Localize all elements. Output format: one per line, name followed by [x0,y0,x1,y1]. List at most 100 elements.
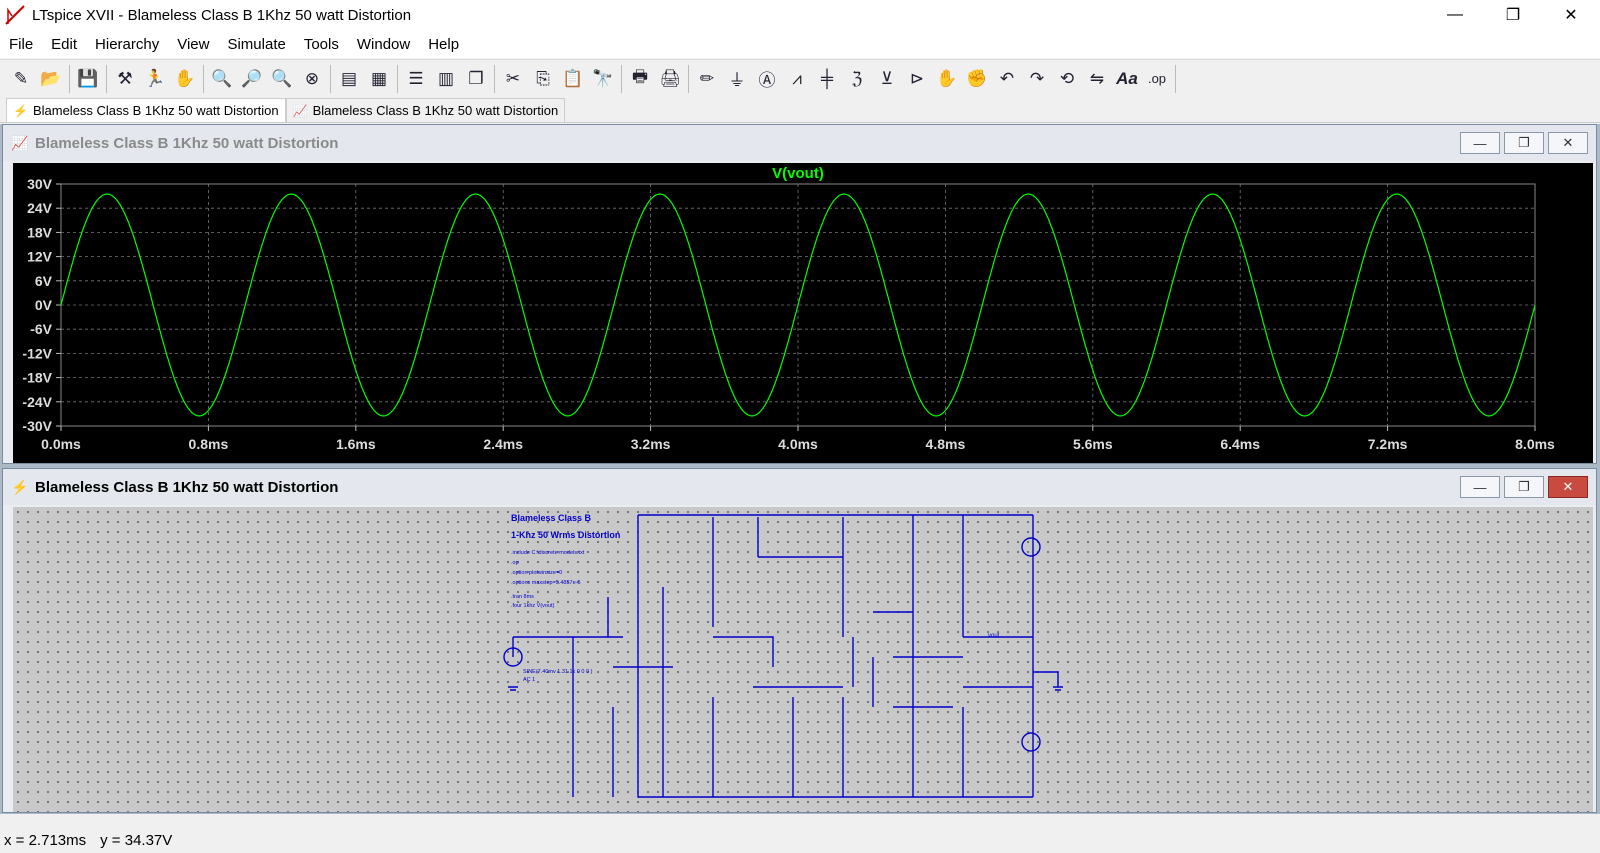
save-icon[interactable]: 💾 [77,68,99,88]
tab-bar: ⚡ Blameless Class B 1Khz 50 watt Distort… [0,97,1600,123]
close-plot-button[interactable]: ✕ [1548,132,1588,154]
resistor-icon[interactable]: ⩘ [792,68,802,88]
component-icon[interactable]: ⊳ [909,68,925,88]
open-icon[interactable]: 📂 [40,68,62,88]
restore-window-button[interactable]: ❐ [1505,7,1521,24]
print-icon[interactable]: 🖨 [659,68,681,88]
inductor-icon[interactable]: ℨ [851,68,863,88]
directive-3: .option plotwinsize=0 [511,570,562,576]
y-tick-label: 18V [27,224,53,240]
waveform-icon: 📈 [11,134,29,151]
y-tick-label: 0V [35,297,53,313]
maximize-plot-button[interactable]: ❐ [1504,132,1544,154]
directive-5: .tran 8ms [511,594,534,600]
maximize-schematic-button[interactable]: ❐ [1504,476,1544,498]
capacitor-icon[interactable]: ╪ [820,68,834,88]
x-tick-label: 8.0ms [1515,436,1555,452]
status-bar: x = 2.713ms y = 34.37V [0,827,1600,853]
label-net-icon[interactable]: Ⓐ [758,71,776,90]
trace-title: V(vout) [772,165,824,182]
close-window-button[interactable]: ✕ [1564,7,1578,24]
mirror-icon[interactable]: ⇋ [1089,68,1105,88]
new-schematic-icon[interactable]: ✎ [13,68,29,88]
tile-vertical-icon[interactable]: ▥ [437,68,455,88]
zoom-in-icon[interactable]: 🔍 [211,68,233,88]
x-tick-label: 4.0ms [778,436,818,452]
schematic-title-1: Blameless Class B [511,513,592,523]
minimize-schematic-button[interactable]: — [1460,476,1500,498]
rotate-icon[interactable]: ⟲ [1059,68,1075,88]
paste-icon[interactable]: 📋 [562,68,584,88]
text-icon[interactable]: Aa [1116,68,1138,88]
schematic-svg[interactable]: Blameless Class B 1-Khz 50 Wrms Distorti… [13,507,1593,812]
schematic-sources [503,537,1063,752]
run-icon[interactable]: 🏃 [144,68,166,88]
move-icon[interactable]: ✋ [936,68,958,88]
zoom-cancel-icon[interactable]: ⊗ [304,68,320,88]
zoom-area-icon[interactable]: 🔎 [241,68,263,88]
tab-schematic[interactable]: ⚡ Blameless Class B 1Khz 50 watt Distort… [6,98,286,122]
x-tick-label: 0.8ms [189,436,229,452]
x-tick-label: 6.4ms [1220,436,1260,452]
directive-4: .options maxstep=5.4857e-5 [511,580,581,586]
toolbar: ✎ 📂 💾 ⚒ 🏃 ✋ 🔍 🔎 🔍 ⊗ ▤ ▦ ☰ ▥ ❐ ✂ ⎘ 📋 🔭 🖶 … [0,59,1600,97]
vout-net-label: vout [988,633,1000,639]
y-tick-label: 30V [27,176,53,192]
menu-hierarchy[interactable]: Hierarchy [95,35,160,53]
mdi-area: 📈 Blameless Class B 1Khz 50 watt Distort… [0,124,1600,814]
x-tick-label: 4.8ms [926,436,966,452]
menu-help[interactable]: Help [428,35,460,53]
y-tick-label: -24V [22,394,52,410]
halt-icon[interactable]: ✋ [174,68,196,88]
ground-icon[interactable]: ⏚ [728,71,746,90]
schematic-window-title: Blameless Class B 1Khz 50 watt Distortio… [35,478,339,496]
directive-2: .op [511,560,519,566]
close-schematic-button[interactable]: ✕ [1548,476,1588,498]
schematic-wires [512,514,1059,798]
menu-tools[interactable]: Tools [303,35,339,53]
schematic-icon: ⚡ [13,103,28,118]
undo-icon[interactable]: ↶ [999,68,1015,88]
waveform-window-title: Blameless Class B 1Khz 50 watt Distortio… [35,134,339,152]
menu-view[interactable]: View [177,35,210,53]
tab-waveform[interactable]: 📈 Blameless Class B 1Khz 50 watt Distort… [285,98,566,122]
autorange-icon[interactable]: ▤ [340,68,358,88]
tab-label: Blameless Class B 1Khz 50 watt Distortio… [312,103,559,118]
pick-visible-traces-icon[interactable]: ▦ [370,68,388,88]
drag-icon[interactable]: ✊ [966,68,988,88]
schematic-canvas[interactable]: Blameless Class B 1-Khz 50 Wrms Distorti… [13,507,1593,812]
x-tick-label: 2.4ms [483,436,523,452]
control-panel-icon[interactable]: ⚒ [117,68,133,88]
cut-icon[interactable]: ✂ [505,68,521,88]
x-tick-label: 1.6ms [336,436,376,452]
menu-window[interactable]: Window [356,35,411,53]
x-tick-label: 7.2ms [1368,436,1408,452]
find-icon[interactable]: 🔭 [592,68,614,88]
redo-icon[interactable]: ↷ [1029,68,1045,88]
directive-6: .four 1khz V(vout) [511,603,555,609]
menu-edit[interactable]: Edit [51,35,78,53]
cursor-x-readout: x = 2.713ms [4,831,87,849]
y-tick-label: 6V [35,273,53,289]
y-tick-label: -18V [22,370,52,386]
draw-wire-icon[interactable]: ✏ [699,68,715,88]
copy-icon[interactable]: ⎘ [536,68,550,88]
spice-directive-icon[interactable]: .op [1147,71,1167,86]
minimize-window-button[interactable]: — [1447,6,1463,23]
menu-file[interactable]: File [9,35,34,53]
diode-icon[interactable]: ⊻ [880,68,894,88]
ltspice-logo-icon [5,5,25,25]
minimize-plot-button[interactable]: — [1460,132,1500,154]
schematic-window: ⚡ Blameless Class B 1Khz 50 watt Distort… [2,468,1597,813]
source-label: SINE(7.40mv 1.31 1k 0 0 0 ) [523,669,593,675]
menu-simulate[interactable]: Simulate [227,35,286,53]
print-setup-icon[interactable]: 🖶 [631,67,649,86]
zoom-out-icon[interactable]: 🔍 [271,68,293,88]
schematic-window-header: ⚡ Blameless Class B 1Khz 50 watt Distort… [3,469,1596,505]
tile-horizontal-icon[interactable]: ☰ [408,68,424,88]
cascade-icon[interactable]: ❐ [468,68,484,88]
x-tick-label: 3.2ms [631,436,671,452]
directive-1: .include C:\discrete models.txt [511,550,585,556]
